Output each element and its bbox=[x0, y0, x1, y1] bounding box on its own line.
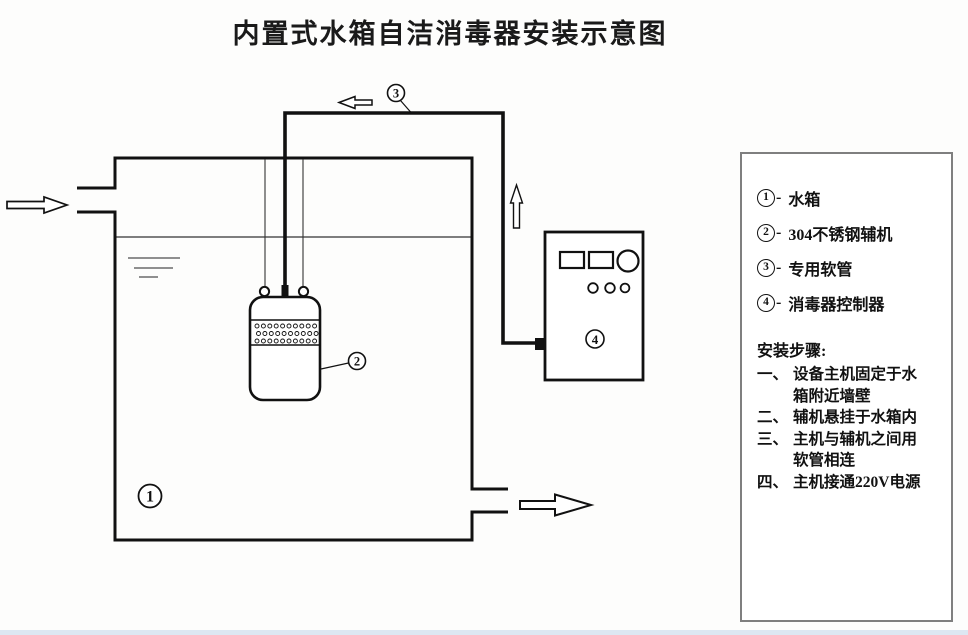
inlet-flow-arrow-icon bbox=[6, 195, 70, 215]
aux-unit-perforations bbox=[254, 323, 319, 344]
step-text: 主机接通220V电源 bbox=[793, 473, 921, 491]
hose-flow-left-arrow-icon bbox=[336, 95, 373, 110]
callout-aux-number: 2 bbox=[354, 355, 360, 369]
controller-button-3 bbox=[619, 282, 631, 294]
legend-item-label: 水箱 bbox=[788, 192, 821, 209]
install-step-2: 二、 辅机悬挂于水箱内 bbox=[757, 407, 943, 429]
install-step-1: 一、 设备主机固定于水箱附近墙壁 bbox=[757, 364, 943, 407]
legend-item-tank: 1 - 水箱 bbox=[757, 186, 943, 210]
circled-number-4: 4 bbox=[757, 294, 775, 312]
step-number: 一、 bbox=[757, 366, 789, 383]
legend-item-aux-unit: 2 - 304不锈钢辅机 bbox=[757, 221, 943, 245]
bottom-strip bbox=[0, 630, 968, 635]
circled-number-3: 3 bbox=[757, 259, 775, 277]
circled-number-1: 1 bbox=[757, 189, 775, 207]
install-step-3: 三、 主机与辅机之间用软管相连 bbox=[757, 429, 943, 472]
step-number: 三、 bbox=[757, 430, 789, 448]
aux-unit bbox=[248, 285, 322, 402]
callout-aux-unit: 2 bbox=[320, 351, 367, 371]
step-text: 主机与辅机之间用软管相连 bbox=[793, 430, 918, 470]
step-number: 四、 bbox=[757, 473, 789, 491]
callout-tank: 1 bbox=[137, 483, 163, 509]
water-level-icon bbox=[128, 257, 180, 278]
callout-tank-number: 1 bbox=[146, 489, 154, 506]
hose-pipe bbox=[283, 111, 537, 345]
circled-number-2: 2 bbox=[757, 224, 775, 242]
legend-separator: - bbox=[776, 189, 782, 206]
outlet-flow-arrow-icon bbox=[519, 493, 595, 517]
callout-hose: 3 bbox=[386, 83, 412, 113]
step-number: 二、 bbox=[757, 409, 789, 426]
install-step-4: 四、 主机接通220V电源 bbox=[757, 472, 943, 494]
callout-controller: 4 bbox=[585, 329, 605, 349]
step-text: 设备主机固定于水箱附近墙壁 bbox=[793, 366, 918, 405]
legend-separator: - bbox=[776, 224, 782, 241]
controller-display-left bbox=[558, 250, 586, 270]
page-title: 内置式水箱自洁消毒器安装示意图 bbox=[232, 19, 668, 49]
legend-item-controller: 4 - 消毒器控制器 bbox=[757, 291, 943, 315]
controller-button-1 bbox=[587, 282, 599, 294]
legend-separator: - bbox=[776, 294, 782, 311]
controller-knob bbox=[616, 249, 640, 273]
hose-flow-up-arrow-icon bbox=[509, 182, 524, 229]
step-text: 辅机悬挂于水箱内 bbox=[793, 409, 918, 426]
controller-display-right bbox=[587, 250, 615, 270]
callout-controller-number: 4 bbox=[592, 332, 599, 347]
tank-outline bbox=[77, 156, 508, 542]
legend-panel: 1 - 水箱 2 - 304不锈钢辅机 3 - 专用软管 4 - 消毒器控制器 … bbox=[740, 152, 953, 622]
install-steps-title: 安装步骤: bbox=[757, 343, 827, 360]
hose-connector bbox=[535, 338, 546, 350]
legend-item-hose: 3 - 专用软管 bbox=[757, 256, 943, 280]
callout-hose-number: 3 bbox=[393, 87, 399, 101]
legend-item-label: 消毒器控制器 bbox=[788, 297, 885, 314]
controller-button-2 bbox=[604, 282, 616, 294]
legend-separator: - bbox=[776, 259, 782, 276]
controller-box bbox=[543, 230, 645, 382]
legend-item-label: 304不锈钢辅机 bbox=[788, 227, 893, 244]
legend-item-label: 专用软管 bbox=[788, 262, 853, 279]
